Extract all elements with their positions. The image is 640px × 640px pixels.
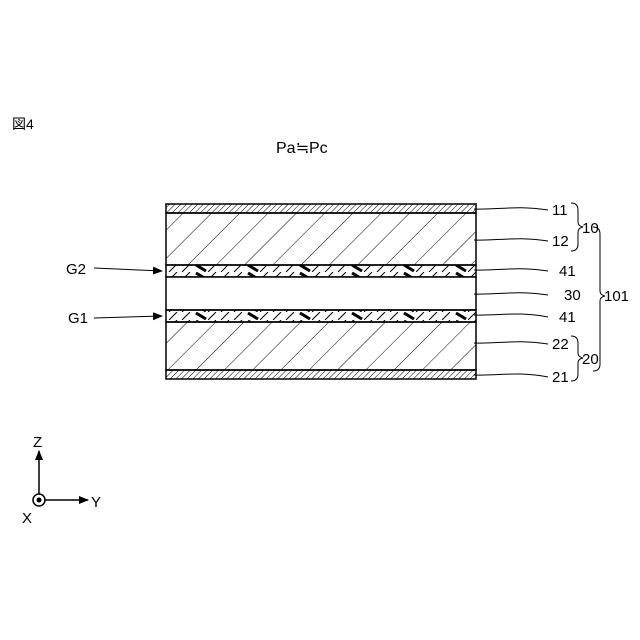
leader-22: [474, 342, 548, 344]
layer-21: [166, 370, 476, 379]
leader-21: [474, 374, 548, 377]
gap-g1-label: G1: [68, 310, 88, 327]
label-41-bottom: 41: [559, 309, 576, 326]
leader-11: [474, 208, 548, 210]
layer-30: [166, 277, 476, 310]
leader-41-top: [474, 269, 548, 271]
axis-y-label: Y: [91, 494, 101, 511]
axis-x-label: X: [22, 510, 32, 527]
leader-lines: [474, 208, 548, 377]
axis-z-label: Z: [33, 434, 42, 451]
layer-41-bottom: [166, 310, 476, 322]
label-12: 12: [552, 233, 569, 250]
coordinate-axes: Z Y X: [22, 434, 101, 527]
group-10-label: 10: [582, 220, 599, 237]
layer-41-top: [166, 265, 476, 277]
leader-41-bottom: [474, 314, 548, 317]
leader-30: [474, 293, 548, 295]
label-41-top: 41: [559, 263, 576, 280]
label-22: 22: [552, 336, 569, 353]
label-21: 21: [552, 369, 569, 386]
leader-12: [474, 239, 548, 241]
group-20-label: 20: [582, 351, 599, 368]
group-101-label: 101: [604, 288, 629, 305]
gap-g1-arrow: [94, 316, 162, 318]
gap-g2-arrow: [94, 268, 162, 271]
label-30: 30: [564, 287, 581, 304]
label-11: 11: [552, 202, 568, 219]
gap-g2-label: G2: [66, 261, 86, 278]
layer-22: [166, 322, 476, 370]
layer-12: [166, 213, 476, 265]
layer-11: [166, 204, 476, 213]
